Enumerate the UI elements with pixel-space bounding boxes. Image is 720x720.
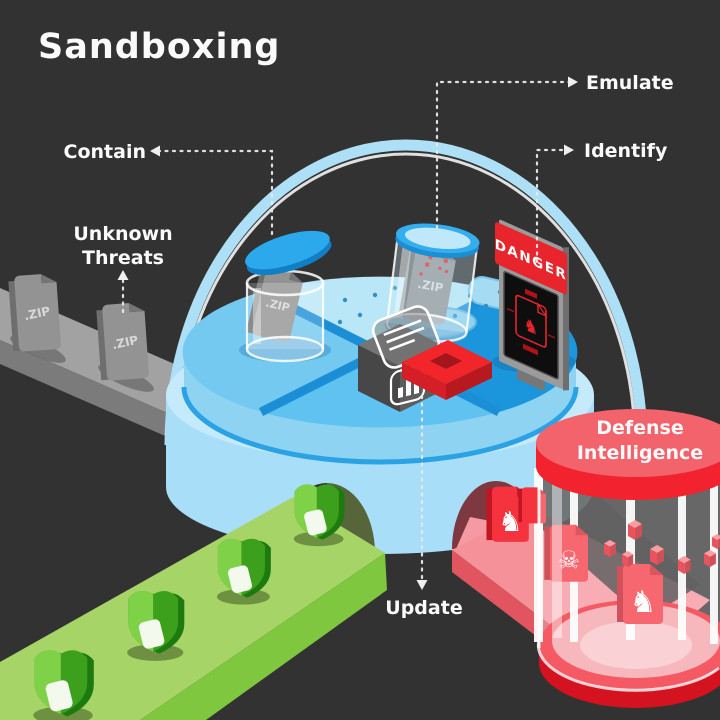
danger-sign: ♞ DANGER <box>495 219 569 392</box>
defense-label-line1: Defense <box>596 417 684 439</box>
shield-icon <box>216 538 271 605</box>
cylinder-glass <box>539 470 720 690</box>
defense-intelligence-cylinder: ☠ ♞ Defense Intelligence <box>518 409 720 708</box>
quarantine-jar-open: .ZIP <box>239 230 332 363</box>
label-unknown-line1: Unknown <box>73 223 172 245</box>
callout-contain: Contain <box>64 141 274 238</box>
label-contain: Contain <box>64 141 146 163</box>
zip-label: .ZIP <box>23 304 52 323</box>
callout-update: Update <box>385 394 463 619</box>
zip-file-in-jar: .ZIP <box>245 264 305 343</box>
jar-lid <box>245 230 332 276</box>
page-title: Sandboxing <box>38 27 280 67</box>
label-unknown-line2: Threats <box>82 247 164 269</box>
label-identify: Identify <box>584 140 668 162</box>
shield-icon <box>127 590 185 661</box>
callouts: Sandboxing Contain Emulate Identify Unkn… <box>38 27 674 619</box>
update-tray <box>402 340 492 400</box>
trojan-horse-icon: ♞ <box>630 585 657 620</box>
sandbox-dome <box>164 139 648 446</box>
analysis-machine <box>358 305 492 412</box>
skull-crossbones-icon: ☠ <box>558 546 580 575</box>
jar-lid <box>395 223 480 259</box>
label-update: Update <box>385 597 462 619</box>
trojan-horse-icon: ♞ <box>523 314 538 341</box>
shield-icon <box>293 484 345 547</box>
zip-file-unknown-2: .ZIP <box>96 302 150 382</box>
callout-emulate: Emulate <box>435 72 674 230</box>
green-conveyor <box>0 484 387 720</box>
zip-label: .ZIP <box>416 277 444 295</box>
shield-icon <box>33 650 94 720</box>
zip-label: .ZIP <box>264 296 291 314</box>
label-emulate: Emulate <box>586 72 674 94</box>
callout-identify: Identify <box>535 140 668 264</box>
zip-file-unknown-1: .ZIP <box>8 273 62 353</box>
zip-label: .ZIP <box>111 333 140 352</box>
skull-file: ☠ <box>544 524 588 582</box>
defense-disc: Defense Intelligence <box>536 409 720 500</box>
threat-screen: ♞ <box>507 288 555 356</box>
callout-unknown-threats: Unknown Threats <box>73 223 173 315</box>
trojan-file-inside: ♞ <box>617 564 663 624</box>
defense-label-line2: Intelligence <box>577 442 703 464</box>
